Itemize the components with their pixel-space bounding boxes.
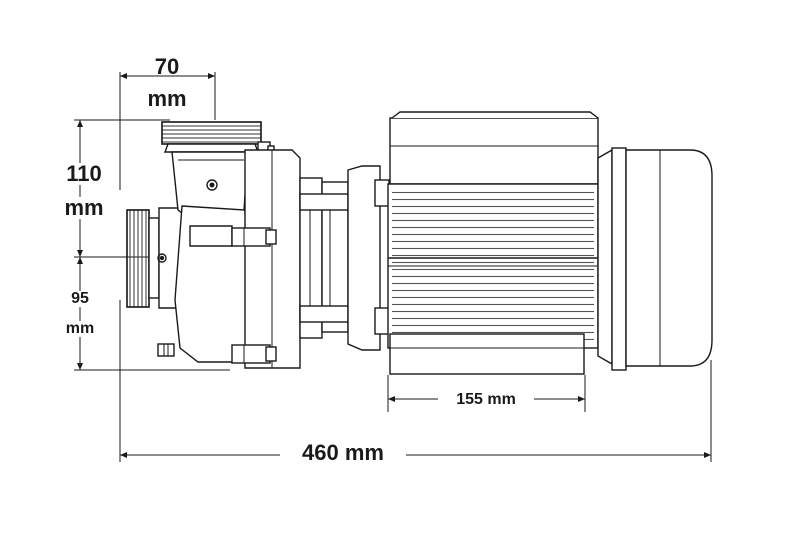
bottom-height-unit: mm: [58, 321, 102, 337]
inlet-width-value: 70: [154, 54, 180, 79]
inlet-width-unit: mm: [147, 86, 187, 111]
bottom-height-value: 95: [60, 291, 100, 307]
top-height-value: 110: [56, 163, 112, 185]
top-height-unit: mm: [58, 197, 110, 219]
overall-length-dimension: 460 mm: [280, 442, 406, 464]
motor-base-dimension: 155 mm: [438, 392, 534, 408]
